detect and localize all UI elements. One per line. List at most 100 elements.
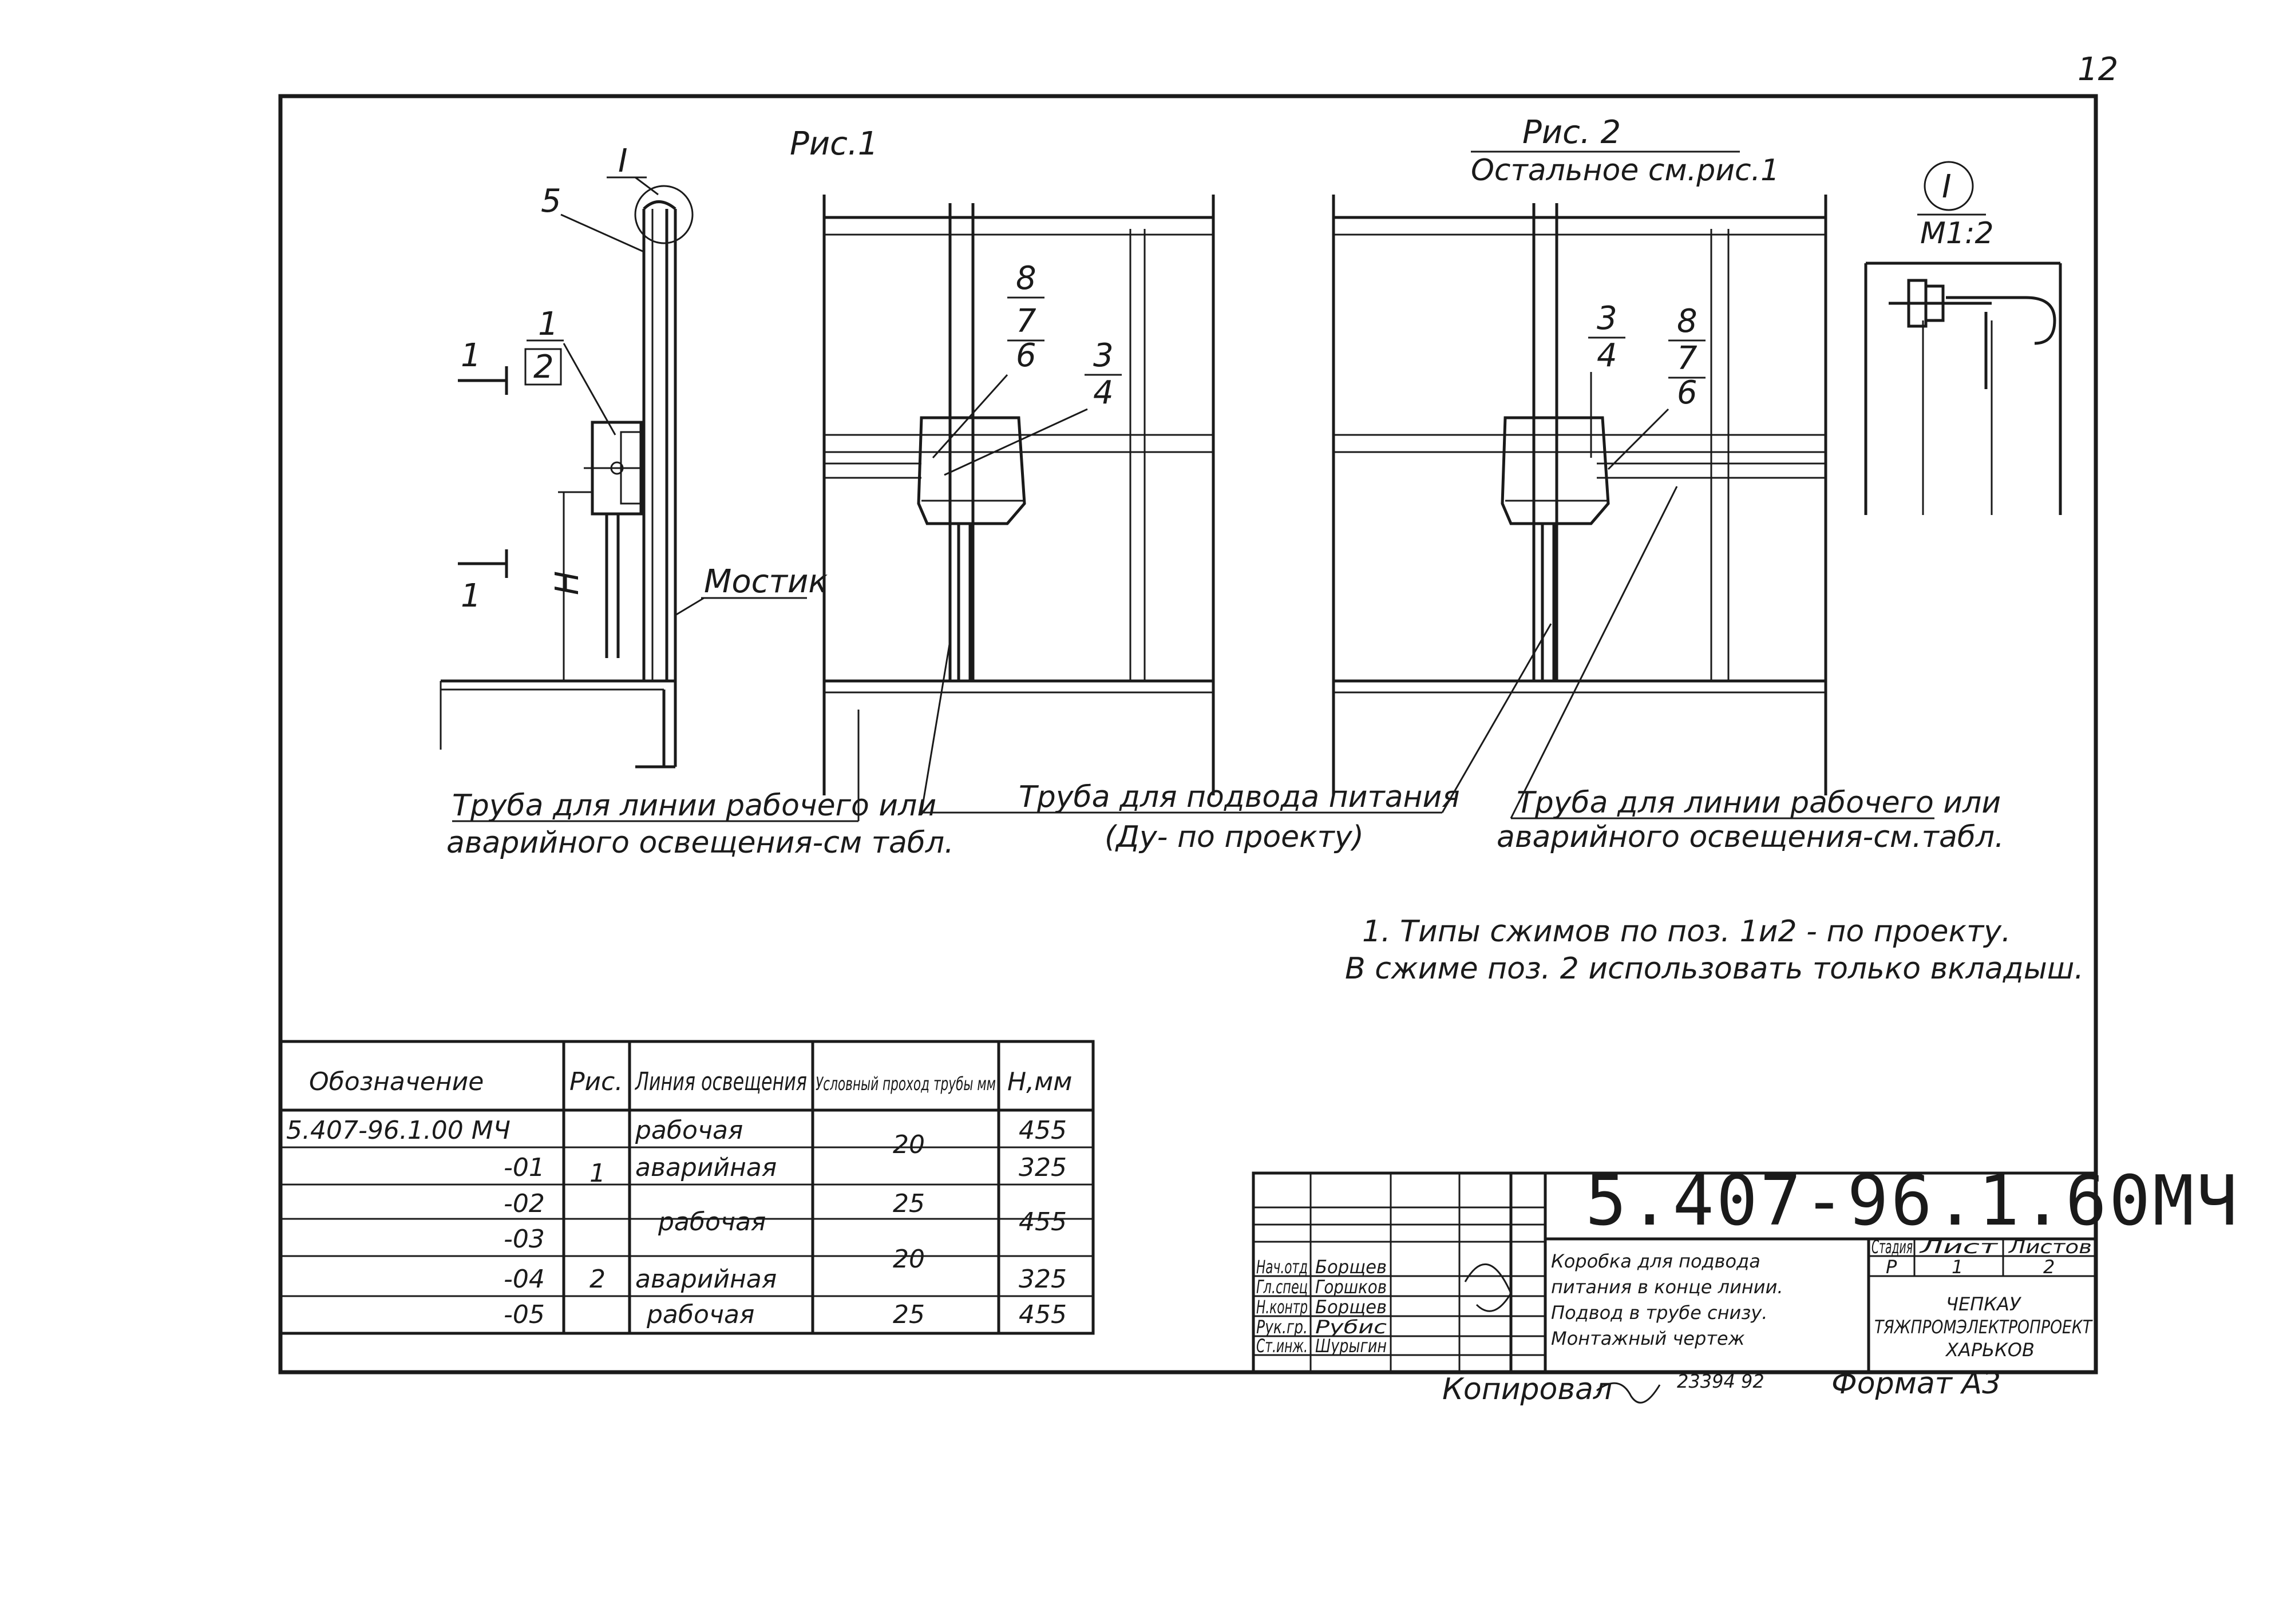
- org-line-2: ТЯЖПРОМЭЛЕКТРОПРОЕКТ: [1874, 1316, 2093, 1338]
- drawing-frame: [278, 94, 2098, 1375]
- title-block: 5.407-96.1.60МЧ Коробка для подвода пита…: [1252, 1162, 2240, 1374]
- pos-5-leader: [560, 213, 644, 253]
- desc-line-1: Коробка для подвода: [1551, 1250, 1760, 1272]
- org-line-1: ЧЕПКАУ: [1946, 1293, 2022, 1315]
- org-line-3: ХАРЬКОВ: [1945, 1339, 2035, 1361]
- detail-hook: [1946, 296, 2056, 345]
- desc-line-4: Монтажный чертеж: [1551, 1328, 1745, 1349]
- fig2-pos-6: 6: [1677, 374, 1698, 411]
- fig1-title: Рис.1: [790, 125, 878, 163]
- stage-value: Р: [1886, 1256, 1897, 1278]
- th-designation: Обозначение: [309, 1067, 484, 1096]
- note-2: В сжиме поз. 2 использовать только вклад…: [1345, 952, 2084, 986]
- section-leader: [635, 176, 659, 196]
- dim-h-label: Н: [549, 571, 586, 595]
- cell-r2-fig: 1: [589, 1159, 606, 1188]
- copied-date: 23394 92: [1677, 1371, 1764, 1392]
- cell-r3-line: рабочая: [658, 1207, 766, 1237]
- name-1: Борщев: [1315, 1256, 1387, 1278]
- th-fig: Рис.: [569, 1067, 623, 1096]
- caption-right-line1: Труба для линии рабочего или: [1517, 786, 2001, 820]
- fig2-subtitle: Остальное см.рис.1: [1471, 153, 1779, 188]
- role-4: Рук.гр.: [1256, 1316, 1308, 1338]
- detail-mark: I: [1942, 168, 1952, 205]
- bridge-label: Мостик: [704, 563, 828, 600]
- copier-signature: [1596, 1382, 1661, 1404]
- page-number: 12: [2078, 51, 2118, 88]
- title-block-border: [1252, 1171, 2098, 1374]
- caption-mid-line2: (Ду- по проекту): [1105, 820, 1364, 854]
- th-pipe: Условный проход трубы мм: [816, 1073, 996, 1095]
- fig2-title: Рис. 2: [1522, 114, 1621, 151]
- role-2: Гл.спец: [1256, 1276, 1308, 1298]
- cell-r4-designation: -03: [504, 1225, 545, 1254]
- cell-r3-h: 455: [1019, 1207, 1067, 1237]
- caption-right-line2: аварийного освещения-см.табл.: [1497, 820, 2004, 854]
- signature-mark: [1464, 1263, 1512, 1312]
- cell-r5-h: 325: [1019, 1265, 1067, 1294]
- fig1-pos-3: 3: [1093, 337, 1114, 374]
- pos-label-5: 5: [541, 183, 561, 220]
- section-mark: I: [618, 142, 628, 180]
- fig2-pos-8: 8: [1677, 303, 1698, 340]
- fig1-side-view: Рис.1 I 5 1 2 1 1 Н: [440, 125, 878, 769]
- cell-r3-designation: -02: [504, 1189, 545, 1218]
- detail-i: I М1:2: [1864, 161, 2062, 515]
- cell-r3-pipe: 25: [893, 1189, 925, 1218]
- name-2: Горшков: [1315, 1276, 1387, 1298]
- cell-r2-designation: -01: [504, 1153, 545, 1182]
- cut-label-bottom: 1: [461, 577, 481, 615]
- pos-label-2: 2: [533, 348, 554, 386]
- detail-scale: М1:2: [1920, 216, 1994, 251]
- notes: 1. Типы сжимов по поз. 1и2 - по проекту.…: [1345, 914, 2084, 986]
- fig1-pos-4: 4: [1093, 374, 1114, 411]
- bridge-leader: [675, 597, 705, 616]
- fig2-junction-box: [1501, 416, 1610, 525]
- cell-r6-pipe: 25: [893, 1300, 925, 1329]
- pos-2-leader: [563, 343, 616, 435]
- copied-label: Копировал: [1442, 1372, 1612, 1407]
- doc-code: 5.407-96.1.60МЧ: [1585, 1162, 2240, 1241]
- role-3: Н.контр: [1256, 1296, 1308, 1318]
- detail-circle: [634, 185, 694, 244]
- caption-left-line2: аварийного освещения-см табл.: [446, 826, 954, 860]
- cell-r1-line: рабочая: [635, 1116, 743, 1145]
- sheet-header: Лист: [1919, 1236, 1999, 1258]
- fig2-front-view: Рис. 2 Остальное см.рис.1 3 4 8 7 6: [1332, 114, 1827, 795]
- cell-r5-fig: 2: [589, 1265, 606, 1294]
- cell-r6-line: рабочая: [646, 1300, 754, 1329]
- name-4: Рубис: [1315, 1316, 1387, 1338]
- detail-mark-circle: [1924, 161, 1974, 211]
- sheet-value: 1: [1952, 1256, 1963, 1278]
- fig2-pos-4: 4: [1597, 337, 1617, 374]
- cut-label-top: 1: [461, 337, 481, 374]
- cell-r6-designation: -05: [504, 1300, 545, 1329]
- cell-r6-h: 455: [1019, 1300, 1067, 1329]
- pos-label-1: 1: [538, 306, 559, 343]
- junction-box: [917, 416, 1026, 525]
- captions: Труба для линии рабочего или аварийного …: [446, 486, 2004, 860]
- stage-header: Стадия: [1871, 1236, 1913, 1258]
- caption-mid-line1: Труба для подвода питания: [1019, 780, 1460, 814]
- cell-r5-designation: -04: [504, 1265, 545, 1294]
- caption-left-line1: Труба для линии рабочего или: [452, 789, 936, 823]
- cell-r1-pipe: 20: [893, 1130, 925, 1159]
- sheets-value: 2: [2043, 1256, 2055, 1278]
- cell-r5-line: аварийная: [635, 1265, 777, 1294]
- sheets-header: Листов: [2008, 1236, 2092, 1258]
- caption-mid-leader-right: [1441, 623, 1552, 813]
- fig1-pos-4-leader: [944, 408, 1088, 476]
- role-5: Ст.инж.: [1256, 1335, 1308, 1357]
- fig2-pos-7: 7: [1677, 340, 1698, 377]
- cell-r2-h: 325: [1019, 1153, 1067, 1182]
- cell-r4-pipe: 20: [893, 1245, 925, 1274]
- caption-right-leader: [1510, 486, 1678, 819]
- th-h: Н,мм: [1007, 1067, 1072, 1096]
- desc-line-2: питания в конце линии.: [1551, 1276, 1783, 1298]
- pos-2-box: [524, 348, 562, 386]
- format-label: Формат А3: [1831, 1366, 2001, 1401]
- fig1-pos-8: 8: [1016, 260, 1036, 297]
- role-1: Нач.отд: [1256, 1256, 1308, 1278]
- name-3: Борщев: [1315, 1296, 1387, 1318]
